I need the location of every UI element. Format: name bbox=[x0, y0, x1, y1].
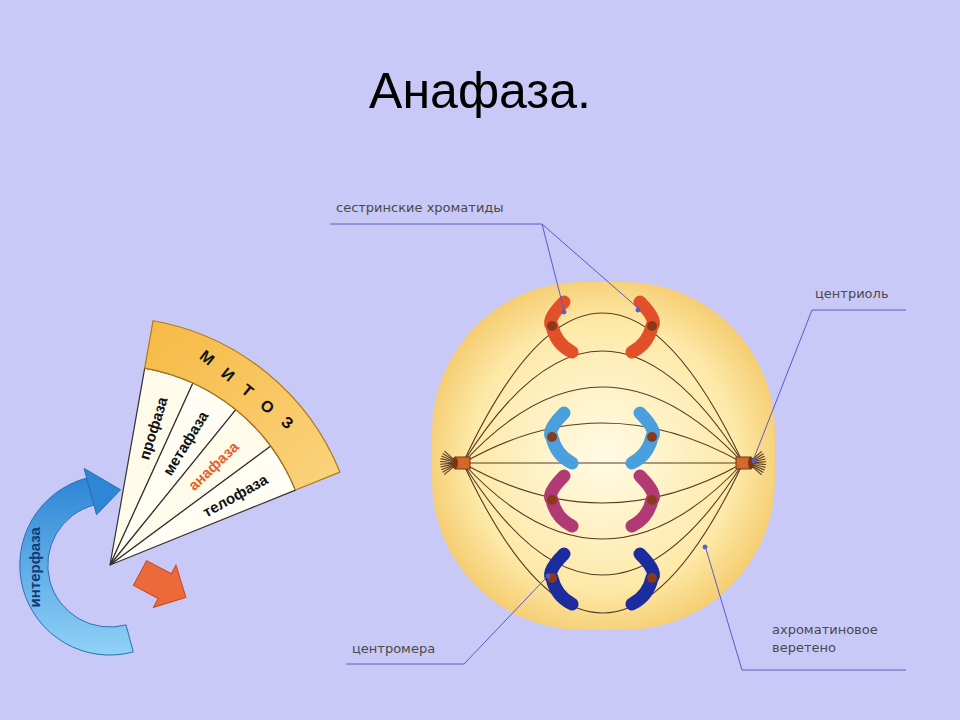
interphase-label: интерфаза bbox=[25, 523, 44, 607]
aster-ray bbox=[441, 465, 452, 469]
interphase-arrow bbox=[20, 478, 133, 655]
spindle-fiber bbox=[463, 351, 743, 463]
centriole bbox=[452, 457, 754, 469]
spindle-fiber bbox=[463, 463, 743, 539]
title: Анафаза. bbox=[0, 62, 960, 120]
spindle-fiber bbox=[463, 423, 743, 463]
leader-lines bbox=[330, 224, 906, 670]
spindle-fibers bbox=[440, 313, 766, 613]
aster-ray bbox=[440, 463, 452, 465]
centriole-label: центриоль bbox=[815, 285, 889, 303]
centromere-dot bbox=[547, 321, 557, 331]
aster-ray bbox=[444, 451, 453, 459]
mitosis-band bbox=[145, 321, 340, 490]
centromere-dot bbox=[647, 573, 657, 583]
spindle-fiber bbox=[463, 387, 743, 463]
phase-sector bbox=[110, 410, 271, 565]
centromere-label: центромера bbox=[352, 640, 435, 658]
spindle-fiber bbox=[463, 463, 743, 575]
spindle-label: ахроматиновое веретено bbox=[772, 621, 912, 656]
cell bbox=[432, 282, 775, 630]
mitosis-fan bbox=[20, 321, 340, 655]
exit-arrow bbox=[129, 552, 197, 619]
spindle-fiber bbox=[463, 313, 743, 463]
spindle-fiber bbox=[463, 462, 743, 463]
sister-chromatids-label: сестринские хроматиды bbox=[336, 199, 504, 217]
chromosomes bbox=[547, 302, 657, 604]
centromere-dot bbox=[647, 432, 657, 442]
aster-ray bbox=[440, 464, 452, 467]
spindle-fiber bbox=[463, 463, 743, 503]
interphase-arrowhead bbox=[84, 468, 120, 514]
centromere-dot bbox=[547, 495, 557, 505]
centromere-dot bbox=[647, 321, 657, 331]
centromere-dot bbox=[547, 432, 557, 442]
cell-body bbox=[432, 282, 775, 630]
centromere-dot bbox=[547, 573, 557, 583]
node-text: интерфаза bbox=[27, 527, 44, 607]
spindle-fiber bbox=[463, 463, 743, 613]
aster-ray bbox=[753, 467, 762, 475]
centromere-dot bbox=[647, 495, 657, 505]
